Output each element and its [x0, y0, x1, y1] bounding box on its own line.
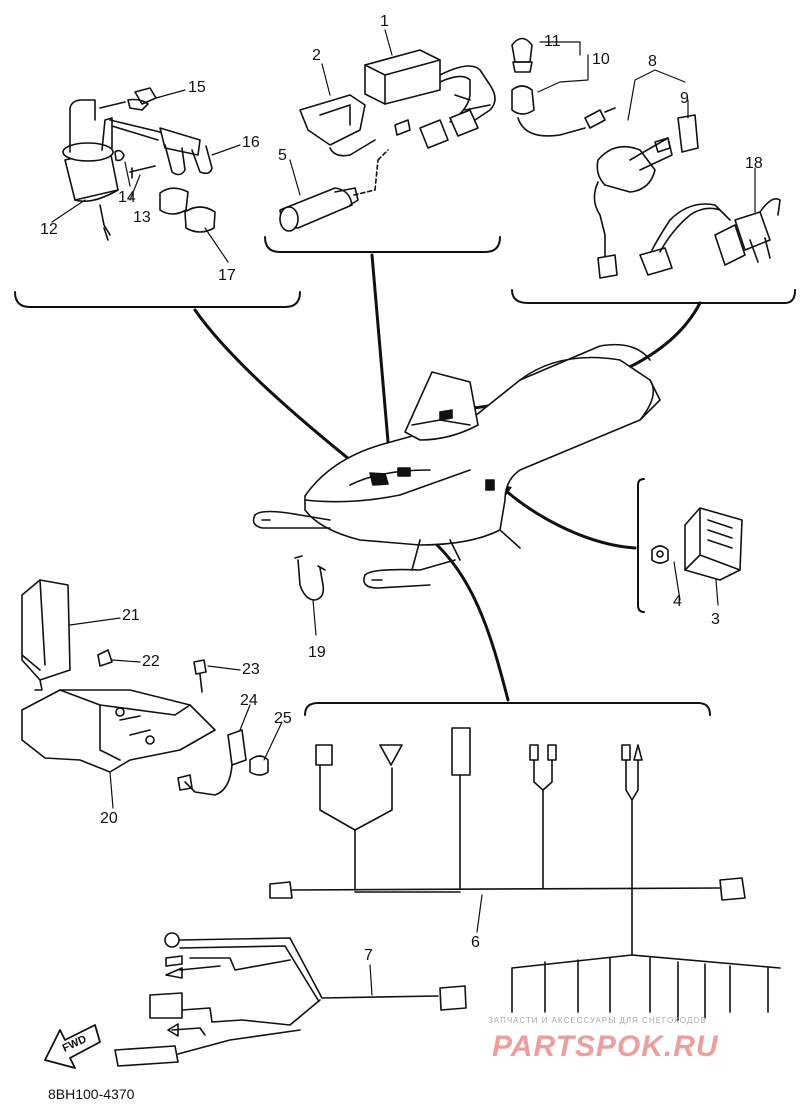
callout-13: 13 [133, 209, 151, 226]
ignition-coil-group [62, 87, 216, 241]
sub-harness [114, 932, 467, 1067]
fwd-arrow-shape [44, 1024, 101, 1069]
callout-15: 15 [188, 79, 206, 96]
callout-1: 1 [380, 13, 389, 30]
callout-6: 6 [471, 934, 480, 951]
callout-9: 9 [680, 90, 689, 107]
callout-19: 19 [308, 644, 326, 661]
callout-25: 25 [274, 710, 292, 727]
callout-20: 20 [100, 810, 118, 827]
callout-11: 11 [544, 33, 561, 50]
callout-2: 2 [312, 47, 321, 64]
bracket-regulator [637, 478, 645, 613]
snowmobile [252, 343, 661, 589]
callout-8: 8 [648, 53, 657, 70]
callout-21: 21 [122, 607, 140, 624]
callout-12: 12 [40, 221, 58, 238]
callout-4: 4 [673, 593, 682, 610]
callout-leaders [51, 29, 756, 996]
regulator [651, 507, 743, 581]
bracket-assembly [21, 579, 269, 796]
watermark-subtitle: ЗАПЧАСТИ И АКСЕССУАРЫ ДЛЯ СНЕГОХОДОВ [488, 1016, 707, 1025]
cdi-group [279, 49, 496, 232]
callout-16: 16 [242, 134, 260, 151]
part-code: 8BH100-4370 [48, 1086, 135, 1102]
callout-5: 5 [278, 147, 287, 164]
leader-harness-to-machine [408, 522, 510, 702]
callout-14: 14 [118, 189, 136, 206]
callout-3: 3 [711, 611, 720, 628]
callout-24: 24 [240, 692, 258, 709]
leader-left-to-machine [193, 308, 367, 474]
callout-23: 23 [242, 661, 260, 678]
watermark-site: PARTSPOK.RU [492, 1030, 719, 1063]
bracket-left-group [14, 291, 301, 308]
clamp [294, 555, 326, 601]
bracket-harness [304, 702, 711, 716]
callout-7: 7 [364, 947, 373, 964]
bracket-center-group [264, 236, 501, 253]
callout-22: 22 [142, 653, 160, 670]
bracket-right-group [511, 289, 796, 304]
leader-center-to-machine [370, 253, 392, 467]
callout-18: 18 [745, 155, 763, 172]
callout-17: 17 [218, 267, 236, 284]
wire-harness [269, 727, 781, 1021]
callout-10: 10 [592, 51, 610, 68]
leader-regulator-to-machine [503, 488, 637, 550]
switch-group [511, 37, 781, 279]
